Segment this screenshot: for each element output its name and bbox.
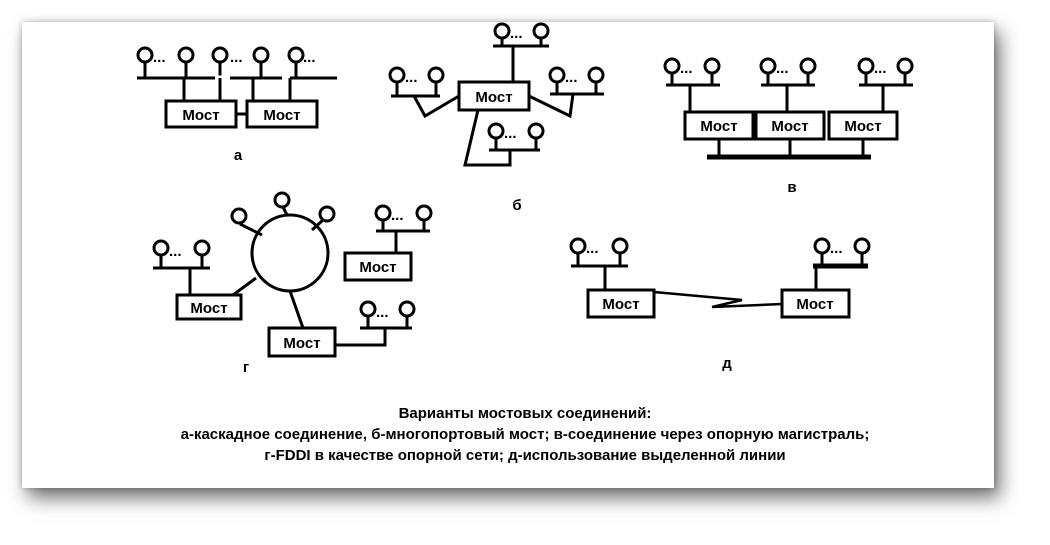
station-dots: ...: [153, 49, 166, 66]
panel-letter-a: а: [234, 147, 243, 164]
station-dots: ...: [230, 49, 243, 66]
station-dots: ...: [405, 69, 418, 86]
bridge-label: Мост: [771, 118, 808, 135]
bridge-box: [245, 99, 319, 129]
bridge-label: Мост: [475, 89, 512, 106]
station-dots: ...: [169, 243, 182, 260]
panel-g-fddi: [152, 191, 433, 358]
station-dots: ...: [830, 240, 843, 257]
station-dots: ...: [874, 60, 887, 77]
bridge-label: Мост: [359, 259, 396, 276]
bridge-label: Мост: [844, 118, 881, 135]
bridge-label: Мост: [796, 296, 833, 313]
caption-line-3: г-FDDI в качестве опорной сети; д-исполь…: [264, 447, 786, 464]
station-dots: ...: [376, 304, 389, 321]
bridge-label: Мост: [182, 107, 219, 124]
panel-letter-b: б: [512, 197, 521, 214]
bridge-box: [827, 110, 899, 141]
station-dots: ...: [776, 60, 789, 77]
bridge-label: Мост: [700, 118, 737, 135]
bridge-box: [343, 251, 413, 282]
station-dots: ...: [510, 25, 523, 42]
station-dots: ...: [586, 240, 599, 257]
panel-v-backbone: [663, 57, 914, 160]
panel-letter-v: в: [787, 179, 796, 196]
panel-b-multiport: [388, 22, 605, 167]
bridge-box: [175, 293, 243, 321]
station-dots: ...: [680, 60, 693, 77]
bridge-label: Мост: [190, 300, 227, 317]
caption-line-2: а-каскадное соединение, б-многопортовый …: [180, 426, 870, 443]
leased-line: [653, 290, 783, 309]
caption-title: Варианты мостовых соединений:: [398, 405, 652, 422]
panel-letter-d: д: [722, 355, 732, 372]
station-dots: ...: [303, 49, 316, 66]
panel-letter-g: г: [243, 359, 249, 376]
bridge-label: Мост: [283, 335, 320, 352]
panel-a-cascade: [136, 46, 337, 129]
station-dots: ...: [391, 207, 404, 224]
bridge-label: Мост: [263, 107, 300, 124]
station-dots: ...: [565, 69, 578, 86]
station-dots: ...: [504, 125, 517, 142]
bridge-label: Мост: [602, 296, 639, 313]
bridge-box: [267, 326, 337, 358]
bridge-box: [586, 288, 656, 319]
panel-d-leased-line: [569, 237, 871, 319]
